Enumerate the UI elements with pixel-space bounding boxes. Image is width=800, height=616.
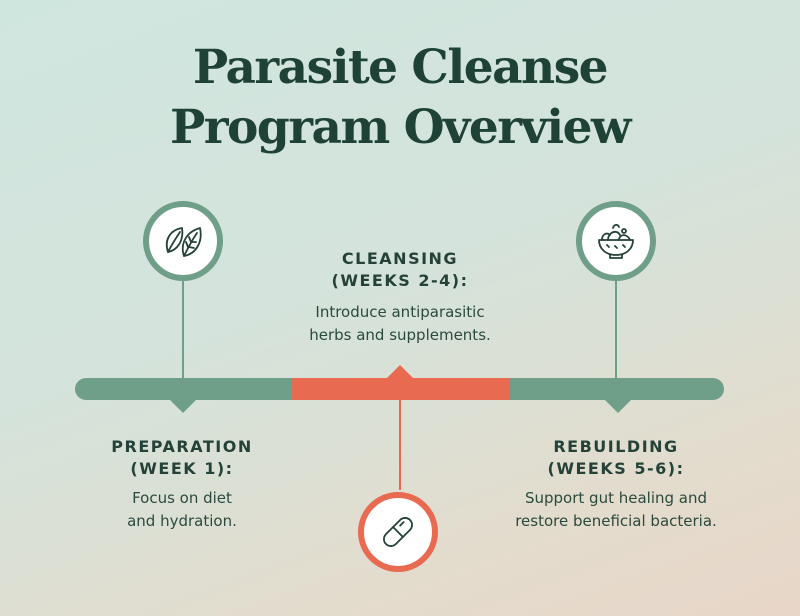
rebuilding-heading: REBUILDING (WEEKS 5-6): <box>506 436 726 480</box>
rebuilding-heading-line-2: (WEEKS 5-6): <box>547 459 685 478</box>
preparation-description-line-1: Focus on diet <box>132 489 232 507</box>
preparation-icon-circle <box>143 201 223 281</box>
capsule-icon <box>383 517 413 547</box>
preparation-heading-line-1: PREPARATION <box>111 437 253 456</box>
preparation-description-line-2: and hydration. <box>127 512 237 530</box>
title-line-2: Program Overview <box>169 100 632 155</box>
timeline-segment-rebuilding <box>510 378 724 400</box>
cleansing-heading: CLEANSING (WEEKS 2-4): <box>290 248 510 292</box>
preparation-pointer <box>170 400 196 413</box>
cleansing-heading-line-1: CLEANSING <box>341 249 459 268</box>
leaves-icon <box>165 227 202 257</box>
cleansing-description: Introduce antiparasitic herbs and supple… <box>280 301 520 347</box>
salad-bowl-icon <box>598 223 634 259</box>
preparation-description: Focus on diet and hydration. <box>82 487 282 533</box>
rebuilding-description: Support gut healing and restore benefici… <box>486 487 746 533</box>
cleansing-description-line-1: Introduce antiparasitic <box>315 303 485 321</box>
rebuilding-connector <box>615 278 617 378</box>
preparation-heading-line-2: (WEEK 1): <box>130 459 234 478</box>
timeline-segment-preparation <box>75 378 292 400</box>
rebuilding-heading-line-1: REBUILDING <box>553 437 679 456</box>
timeline-segment-cleansing <box>292 378 510 400</box>
cleansing-pointer <box>387 365 413 378</box>
cleansing-description-line-2: herbs and supplements. <box>309 326 491 344</box>
rebuilding-description-line-2: restore beneficial bacteria. <box>515 512 717 530</box>
rebuilding-pointer <box>605 400 631 413</box>
page-title: Parasite Cleanse Program Overview <box>0 38 800 158</box>
title-line-1: Parasite Cleanse <box>192 40 609 95</box>
preparation-connector <box>182 278 184 378</box>
cleansing-icon-circle <box>358 492 438 572</box>
cleansing-heading-line-2: (WEEKS 2-4): <box>331 271 469 290</box>
cleansing-connector <box>399 400 401 490</box>
rebuilding-description-line-1: Support gut healing and <box>524 489 708 507</box>
rebuilding-icon-circle <box>576 201 656 281</box>
preparation-heading: PREPARATION (WEEK 1): <box>82 436 282 480</box>
